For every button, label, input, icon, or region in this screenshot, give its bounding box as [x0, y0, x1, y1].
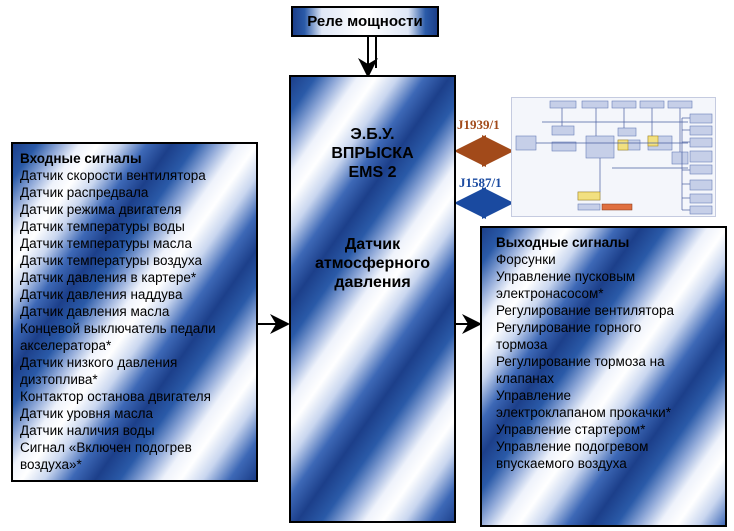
list-item: Датчик давления наддува: [20, 287, 183, 302]
list-item: Датчик уровня масла: [20, 406, 153, 421]
list-item: Датчик температуры масла: [20, 236, 192, 251]
list-item: тормоза: [496, 337, 548, 352]
list-item: Регулирование горного: [496, 320, 642, 335]
list-item: Управление пусковым: [496, 269, 636, 284]
input-signals-title: Входные сигналы: [20, 151, 142, 166]
input-signals-panel: Входные сигналы Датчик скорости вентилят…: [11, 142, 258, 482]
ecu-atmospheric-sensor-label: Датчик атмосферного давления: [315, 236, 430, 291]
bus-label-j1587: J1587/1: [459, 175, 502, 190]
list-item: Регулирование тормоза на: [496, 354, 665, 369]
list-item: Концевой выключатель педали: [20, 321, 216, 336]
list-item: Управление: [496, 388, 572, 403]
output-signals-title: Выходные сигналы: [496, 235, 630, 250]
input-signals-list: Датчик скорости вентилятора Датчик распр…: [20, 167, 252, 473]
list-item: клапанах: [496, 371, 554, 386]
list-item: Регулирование вентилятора: [496, 303, 674, 318]
list-item: впускаемого воздуха: [496, 456, 627, 471]
list-item: Датчик температуры воды: [20, 219, 185, 234]
list-item: акселератора*: [20, 338, 112, 353]
list-item: Датчик низкого давления: [20, 355, 178, 370]
list-item: Датчик распредвала: [20, 185, 149, 200]
list-item: Контактор останова двигателя: [20, 389, 211, 404]
list-item: Датчик режима двигателя: [20, 202, 182, 217]
network-thumbnail-image: [511, 97, 716, 217]
power-relay-box: Реле мощности: [291, 6, 439, 37]
ecu-title: Э.Б.У. ВПРЫСКА EMS 2: [331, 126, 414, 181]
list-item: Управление стартером*: [496, 422, 646, 437]
output-signals-list: Форсунки Управление пусковым электронасо…: [496, 251, 721, 472]
list-item: Датчик давления масла: [20, 304, 170, 319]
bus-label-j1939: J1939/1: [457, 117, 500, 132]
list-item: Сигнал «Включен подогрев: [20, 440, 192, 455]
list-item: Датчик давления в картере*: [20, 270, 197, 285]
power-relay-label: Реле мощности: [307, 13, 423, 30]
list-item: Датчик температуры воздуха: [20, 253, 203, 268]
output-signals-panel: Выходные сигналы Форсунки Управление пус…: [480, 226, 727, 527]
ecu-block: Э.Б.У. ВПРЫСКА EMS 2 Датчик атмосферного…: [289, 75, 456, 523]
list-item: Управление подогревом: [496, 439, 649, 454]
list-item: дизтоплива*: [20, 372, 98, 387]
list-item: электронасосом*: [496, 286, 604, 301]
list-item: Датчик скорости вентилятора: [20, 168, 206, 183]
list-item: воздуха»*: [20, 457, 82, 472]
list-item: электроклапаном прокачки*: [496, 405, 671, 420]
list-item: Форсунки: [496, 252, 556, 267]
list-item: Датчик наличия воды: [20, 423, 155, 438]
